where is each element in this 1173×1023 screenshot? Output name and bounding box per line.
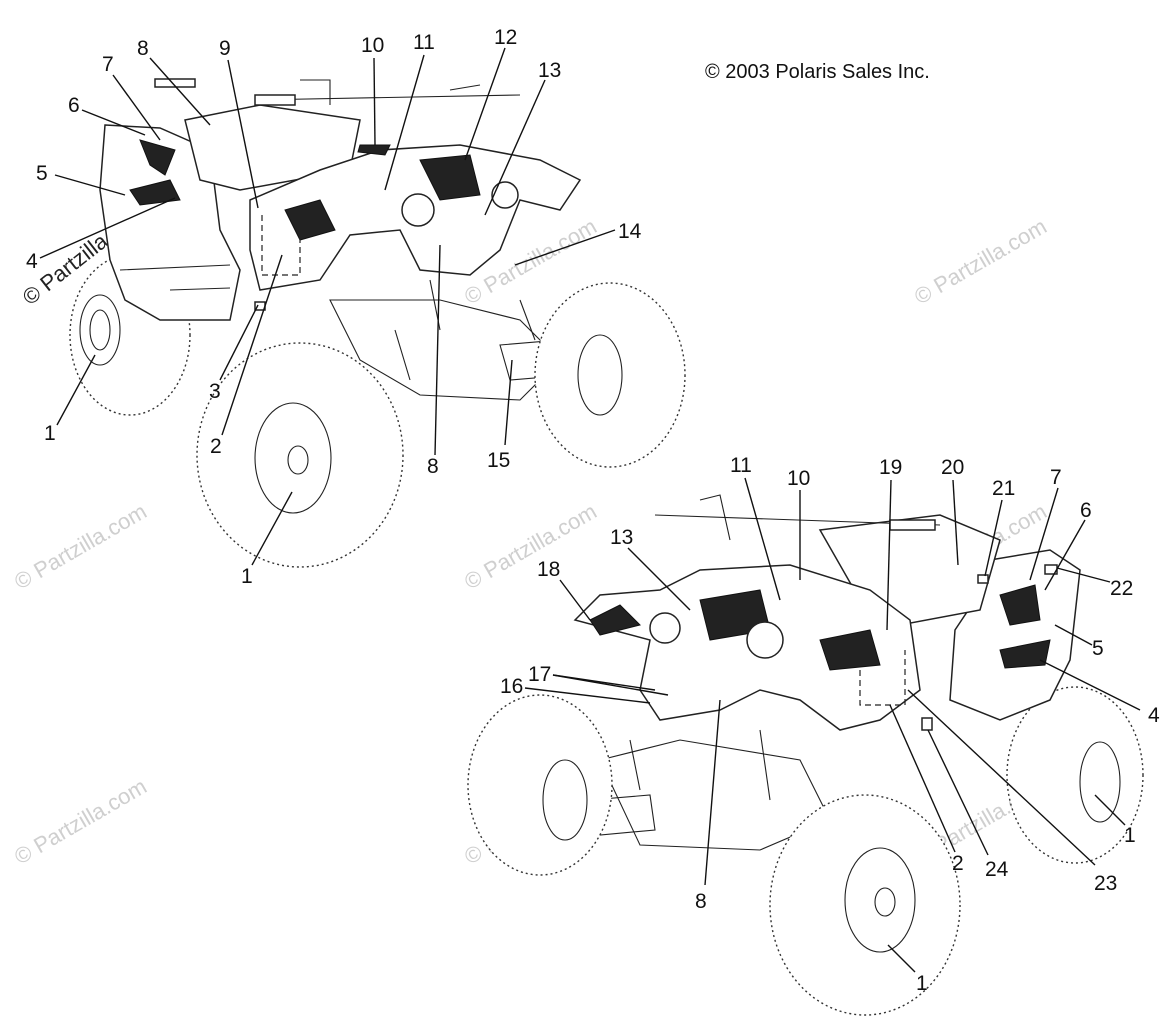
callout-14: 14 — [618, 220, 642, 243]
callout-16: 16 — [500, 675, 523, 698]
callout-7: 7 — [102, 53, 114, 76]
callout-2: 2 — [210, 435, 222, 458]
callout-1: 1 — [916, 972, 928, 995]
callout-5: 5 — [36, 162, 48, 185]
callout-10: 10 — [361, 34, 384, 57]
callout-13: 13 — [610, 526, 633, 549]
callout-8: 8 — [137, 37, 149, 60]
callout-20: 20 — [941, 456, 964, 479]
callout-1: 1 — [44, 422, 56, 445]
callout-6: 6 — [68, 94, 80, 117]
callout-3: 3 — [209, 380, 221, 403]
watermark: © Partzilla.com — [910, 214, 1051, 310]
callout-8: 8 — [427, 455, 439, 478]
watermark: © Partzilla.com — [10, 774, 151, 870]
callout-15: 15 — [487, 449, 510, 472]
callouts-bottom: 1 1 2 4 5 6 7 8 10 11 13 16 17 18 19 20 … — [500, 454, 1160, 995]
callout-18: 18 — [537, 558, 560, 581]
callout-4: 4 — [26, 250, 38, 273]
callout-10: 10 — [787, 467, 810, 490]
watermark: © Partzilla.com — [460, 499, 601, 595]
callout-24: 24 — [985, 858, 1009, 881]
callout-13: 13 — [538, 59, 561, 82]
callout-9: 9 — [219, 37, 231, 60]
callout-11: 11 — [413, 31, 435, 54]
atv-bottom-illustration — [467, 494, 1144, 1016]
callout-2: 2 — [952, 852, 964, 875]
callout-8: 8 — [695, 890, 707, 913]
callout-11: 11 — [730, 454, 752, 477]
callout-12: 12 — [494, 26, 517, 49]
callout-1: 1 — [241, 565, 253, 588]
callout-4: 4 — [1148, 704, 1160, 727]
watermark: © Partzilla.com — [10, 499, 151, 595]
callout-7: 7 — [1050, 466, 1062, 489]
callout-22: 22 — [1110, 577, 1133, 600]
copyright-text: © 2003 Polaris Sales Inc. — [705, 61, 930, 83]
callout-23: 23 — [1094, 872, 1117, 895]
callout-21: 21 — [992, 477, 1015, 500]
atv-top-illustration — [69, 78, 686, 568]
callout-19: 19 — [879, 456, 902, 479]
callout-6: 6 — [1080, 499, 1092, 522]
callout-5: 5 — [1092, 637, 1104, 660]
callout-1: 1 — [1124, 824, 1136, 847]
callouts-top: 1 1 2 3 4 5 6 7 8 8 9 10 11 12 13 14 15 — [26, 26, 642, 588]
callout-17: 17 — [528, 663, 551, 686]
